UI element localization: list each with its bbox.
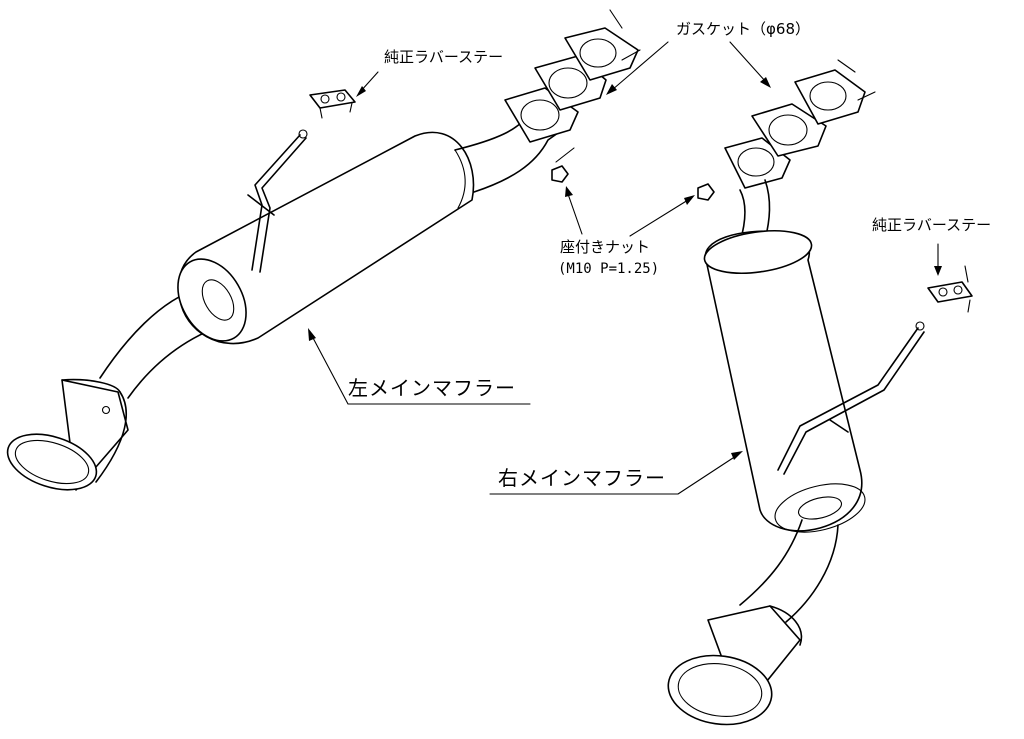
- label-left-main-muffler: 左メインマフラー: [348, 376, 516, 400]
- right-muffler-assembly: [667, 59, 973, 726]
- right-tailpipe: [739, 519, 839, 623]
- label-rubber-stay-left: 純正ラバーステー: [384, 48, 504, 66]
- label-right-main-muffler: 右メインマフラー: [498, 466, 666, 490]
- right-exhaust-tip: [667, 605, 803, 726]
- label-gasket: ガスケット（φ68）: [676, 20, 810, 38]
- left-rubber-stay: [309, 89, 356, 119]
- left-hanger-rod: [247, 129, 308, 273]
- left-flanges: [504, 9, 641, 143]
- left-muffler-assembly: [6, 9, 641, 491]
- right-hanger-rod: [777, 321, 925, 475]
- label-flange-nut-spec: (M10 P=1.25): [558, 261, 660, 277]
- leader-lines: [308, 41, 942, 495]
- right-muffler-body: [703, 230, 866, 533]
- label-rubber-stay-right: 純正ラバーステー: [872, 216, 992, 234]
- right-flanges: [724, 59, 876, 189]
- left-exhaust-tip: [6, 378, 129, 491]
- right-flange-nut: [697, 183, 715, 201]
- left-flange-nut: [551, 147, 575, 183]
- label-flange-nut: 座付きナット: [560, 238, 651, 256]
- left-muffler-body: [177, 131, 475, 345]
- right-rubber-stay: [927, 265, 973, 313]
